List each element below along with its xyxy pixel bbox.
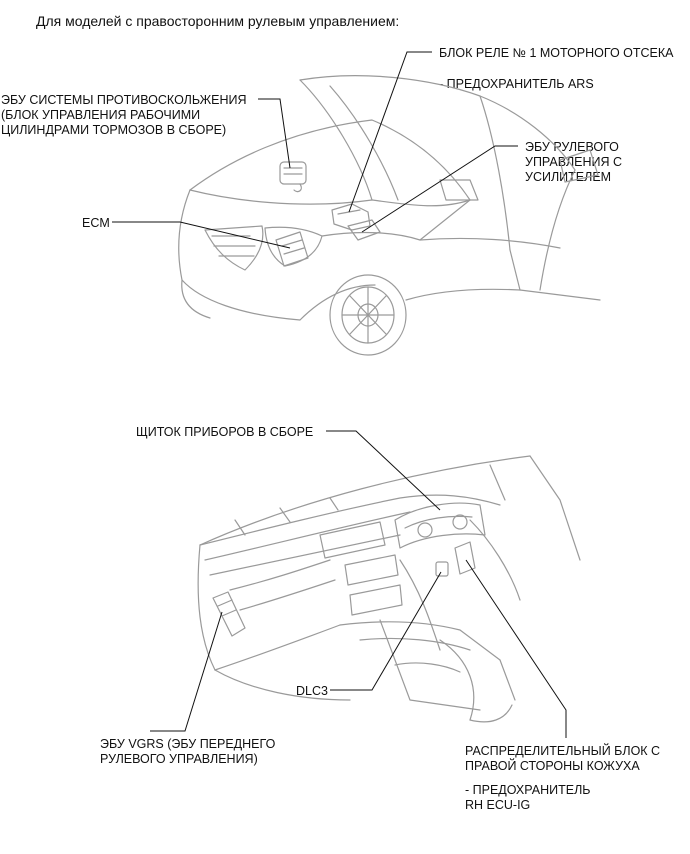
label-eps-ecu-2: УПРАВЛЕНИЯ С — [525, 155, 623, 169]
label-relay-block: БЛОК РЕЛЕ № 1 МОТОРНОГО ОТСЕКА — [439, 46, 674, 60]
label-abs-ecu-3: ЦИЛИНДРАМИ ТОРМОЗОВ В СБОРЕ) — [1, 123, 227, 137]
eps-ecu-part — [347, 219, 381, 241]
leader-dlc3 — [330, 571, 442, 691]
label-vgrs-ecu-1: ЭБУ VGRS (ЭБУ ПЕРЕДНЕГО — [100, 737, 276, 751]
leader-ecm — [112, 221, 291, 249]
vgrs-ecu-part — [212, 591, 246, 637]
abs-actuator-part — [279, 161, 307, 193]
label-meter: ЩИТОК ПРИБОРОВ В СБОРЕ — [136, 425, 314, 439]
label-jb-fuse-2: RH ECU-IG — [465, 798, 531, 812]
label-jb-fuse-1: - ПРЕДОХРАНИТЕЛЬ — [465, 783, 591, 797]
label-abs-ecu-2: (БЛОК УПРАВЛЕНИЯ РАБОЧИМИ — [1, 108, 201, 122]
label-ecm: ECM — [82, 216, 110, 230]
dashboard-illustration — [197, 455, 581, 723]
car-front-illustration — [178, 75, 601, 356]
leader-meter — [326, 430, 441, 511]
leader-vgrs — [150, 611, 223, 732]
leader-junction-block — [465, 559, 567, 738]
label-abs-ecu-1: ЭБУ СИСТЕМЫ ПРОТИВОСКОЛЬЖЕНИЯ — [1, 93, 247, 107]
label-junction-block-1: РАСПРЕДЕЛИТЕЛЬНЫЙ БЛОК С — [465, 744, 661, 758]
label-vgrs-ecu-2: РУЛЕВОГО УПРАВЛЕНИЯ) — [100, 752, 258, 766]
label-junction-block-2: ПРАВОЙ СТОРОНЫ КОЖУХА — [465, 759, 640, 773]
ecm-part — [275, 231, 309, 267]
label-dlc3: DLC3 — [296, 684, 328, 698]
page-title: Для моделей с правосторонним рулевым упр… — [36, 13, 400, 29]
label-eps-ecu-3: УСИЛИТЕЛЕМ — [525, 170, 612, 184]
leader-abs-ecu — [258, 98, 291, 169]
label-eps-ecu-1: ЭБУ РУЛЕВОГО — [525, 140, 619, 154]
leader-relay-block — [348, 51, 432, 213]
leader-eps-ecu — [361, 145, 518, 233]
label-relay-fuse: - ПРЕДОХРАНИТЕЛЬ ARS — [439, 77, 594, 91]
dlc3-part — [435, 561, 449, 577]
combination-meter-part — [394, 502, 486, 549]
junction-block-part — [454, 541, 476, 575]
